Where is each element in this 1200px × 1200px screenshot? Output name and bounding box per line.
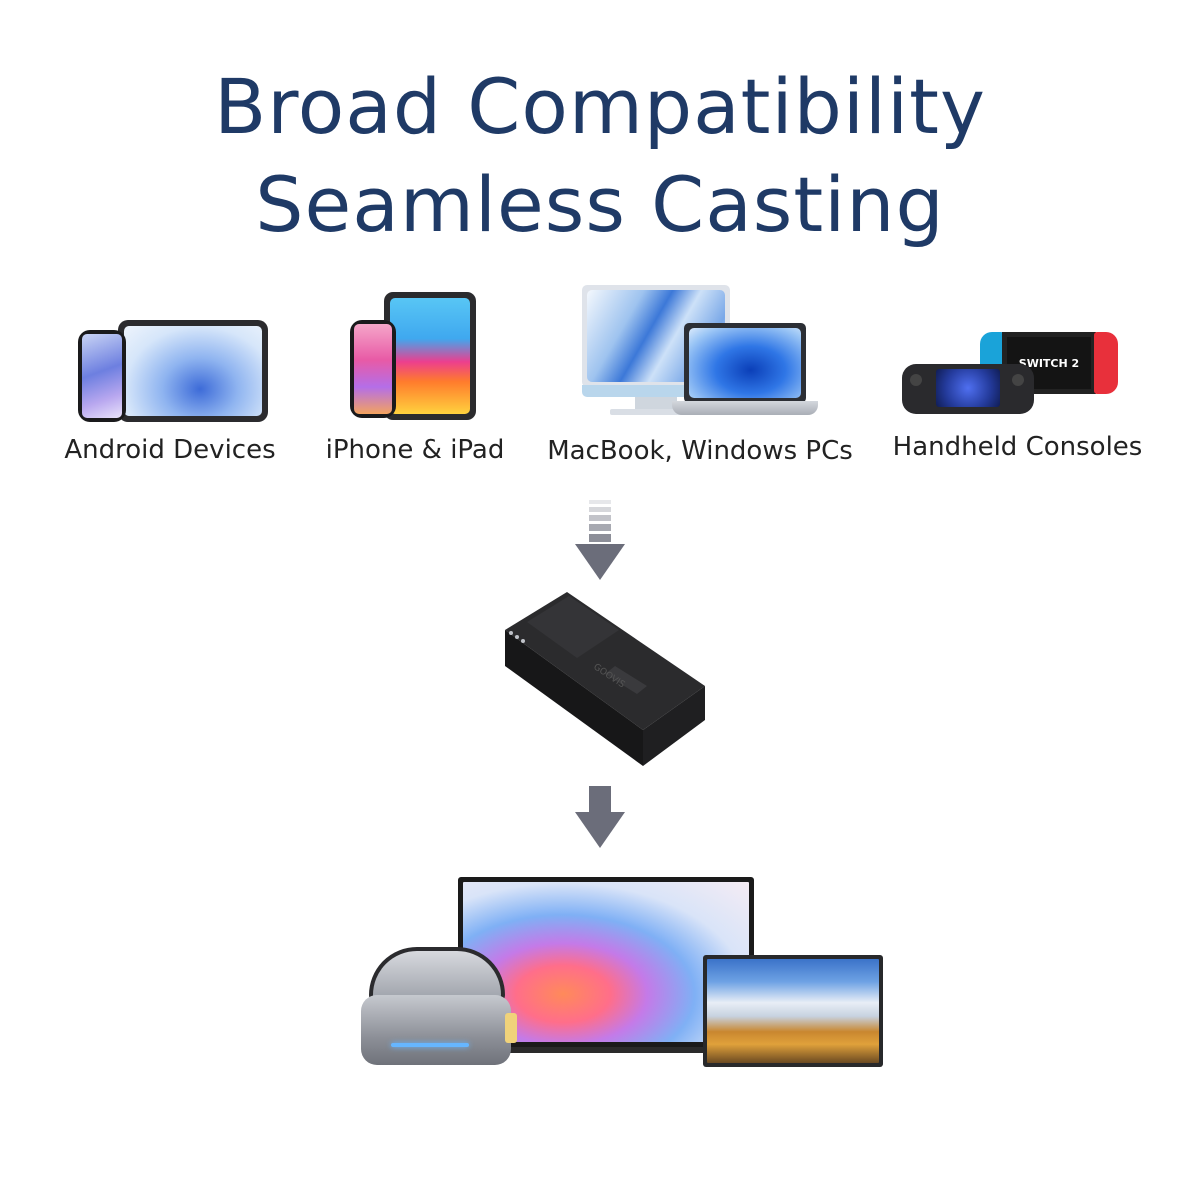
switch-logo-text: SWITCH 2 (1018, 356, 1080, 370)
headline-line-2: Seamless Casting (255, 160, 945, 249)
iphone-ipad-image (350, 290, 478, 420)
label-handheld-consoles: Handheld Consoles (892, 432, 1143, 462)
label-android-devices: Android Devices (64, 435, 276, 465)
label-iphone-ipad: iPhone & iPad (325, 435, 505, 465)
handheld-consoles-image: SWITCH 2 (900, 330, 1120, 416)
steam-deck-console (902, 364, 1034, 414)
ipad (384, 292, 476, 420)
label-macbook-windows: MacBook, Windows PCs (547, 436, 853, 466)
portable-monitor (703, 955, 883, 1067)
output-displays-image (355, 875, 885, 1075)
android-tablet (118, 320, 268, 422)
down-arrow-icon (575, 500, 625, 580)
vr-headset (355, 947, 525, 1067)
headline-line-1: Broad Compatibility (214, 62, 986, 151)
windows-laptop (684, 323, 806, 403)
down-arrow-icon (575, 786, 625, 848)
android-phone (78, 330, 126, 422)
mac-windows-image (580, 285, 825, 420)
iphone (350, 320, 396, 418)
android-devices-image (78, 318, 268, 423)
wireless-casting-hub: GOOVIS (505, 592, 705, 766)
